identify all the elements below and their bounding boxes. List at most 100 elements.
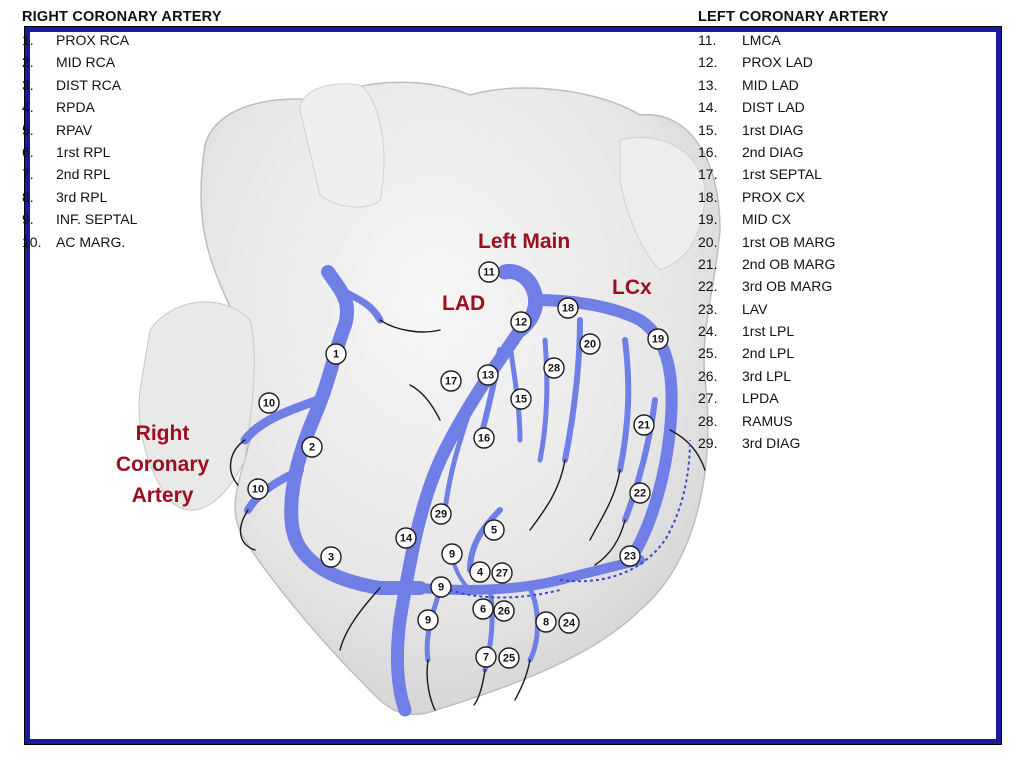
list-item: 2.MID RCA [22, 54, 116, 71]
list-item: 26.3rd LPL [698, 367, 792, 384]
list-item: 21.2nd OB MARG [698, 255, 836, 272]
segment-marker-label: 24 [563, 618, 576, 630]
left-coronary-heading: LEFT CORONARY ARTERY [698, 9, 889, 25]
list-item: 7.2nd RPL [22, 166, 111, 183]
segment-marker-23: 23 [619, 545, 641, 567]
segment-marker-9: 9 [417, 609, 439, 631]
segment-marker-2: 2 [301, 436, 323, 458]
segment-marker-11: 11 [478, 261, 500, 283]
segment-marker-10: 10 [258, 392, 280, 414]
segment-marker-label: 1 [333, 349, 339, 361]
segment-marker-10: 10 [247, 478, 269, 500]
list-item: 6.1rst RPL [22, 143, 111, 160]
list-item: 24.1rst LPL [698, 323, 795, 340]
segment-marker-label: 23 [624, 551, 636, 563]
segment-marker-17: 17 [440, 370, 462, 392]
segment-marker-14: 14 [395, 527, 417, 549]
segment-marker-5: 5 [483, 519, 505, 541]
segment-marker-24: 24 [558, 612, 580, 634]
segment-marker-label: 28 [548, 363, 560, 375]
list-item: 16.2nd DIAG [698, 143, 804, 160]
segment-marker-label: 9 [449, 549, 455, 561]
segment-marker-6: 6 [472, 598, 494, 620]
segment-marker-label: 3 [328, 552, 334, 564]
branch-lines [229, 319, 706, 711]
segment-marker-label: 18 [562, 303, 574, 315]
segment-marker-13: 13 [477, 364, 499, 386]
left-coronary-legend: LEFT CORONARY ARTERY 11.LMCA 12.PROX LAD… [698, 9, 889, 454]
segment-marker-15: 15 [510, 388, 532, 410]
list-item: 19.MID CX [698, 211, 791, 228]
list-item: 10.AC MARG. [22, 233, 126, 250]
list-item: 4.RPDA [22, 99, 95, 116]
segment-marker-8: 8 [535, 611, 557, 633]
segment-marker-label: 11 [483, 267, 495, 279]
segment-marker-label: 27 [496, 568, 508, 580]
list-item: 18.PROX CX [698, 188, 806, 205]
right-coronary-label-line3: Artery [131, 484, 194, 507]
segment-marker-label: 9 [438, 582, 444, 594]
list-item: 22.3rd OB MARG [698, 278, 833, 295]
list-item: 29.3rd DIAG [698, 435, 801, 452]
segment-marker-label: 20 [584, 339, 596, 351]
segment-marker-label: 5 [491, 525, 497, 537]
right-coronary-label-line2: Coronary [115, 453, 210, 476]
segment-marker-28: 28 [543, 357, 565, 379]
segment-marker-12: 12 [510, 311, 532, 333]
segment-marker-label: 9 [425, 615, 431, 627]
list-item: 28.RAMUS [698, 412, 793, 429]
lad-label: LAD [442, 292, 486, 315]
segment-marker-label: 13 [482, 370, 494, 382]
segment-marker-19: 19 [647, 328, 669, 350]
list-item: 8.3rd RPL [22, 188, 108, 205]
list-item: 9.INF. SEPTAL [22, 211, 138, 228]
segment-marker-22: 22 [629, 482, 651, 504]
right-coronary-label-line1: Right [135, 422, 190, 445]
segment-marker-27: 27 [491, 562, 513, 584]
left-coronary-list: 11.LMCA 12.PROX LAD 13.MID LAD 14.DIST L… [698, 29, 889, 454]
segment-marker-7: 7 [475, 646, 497, 668]
list-item: 11.LMCA [698, 32, 781, 48]
heart-great-vessel [299, 83, 385, 208]
segment-marker-label: 2 [309, 442, 315, 454]
segment-marker-4: 4 [469, 561, 491, 583]
segment-marker-label: 17 [445, 376, 457, 388]
segment-marker-9: 9 [430, 576, 452, 598]
segment-marker-16: 16 [473, 427, 495, 449]
segment-marker-label: 4 [477, 567, 484, 579]
right-coronary-list: 1.PROX RCA 2.MID RCA 3.DIST RCA 4.RPDA 5… [22, 29, 222, 253]
segment-marker-label: 7 [483, 652, 489, 664]
list-item: 14.DIST LAD [698, 99, 805, 116]
lcx-label: LCx [612, 276, 652, 299]
segment-marker-label: 6 [480, 604, 486, 616]
right-coronary-legend: RIGHT CORONARY ARTERY 1.PROX RCA 2.MID R… [22, 9, 222, 253]
segment-marker-20: 20 [579, 333, 601, 355]
heart-left-lobe [138, 301, 255, 511]
segment-marker-26: 26 [493, 600, 515, 622]
list-item: 27.LPDA [698, 390, 779, 407]
segment-marker-label: 19 [652, 334, 664, 346]
left-main-label: Left Main [478, 230, 571, 253]
segment-marker-label: 21 [638, 420, 650, 432]
segment-marker-label: 26 [498, 606, 510, 618]
segment-marker-1: 1 [325, 343, 347, 365]
segment-marker-label: 8 [543, 617, 549, 629]
segment-marker-label: 22 [634, 488, 646, 500]
list-item: 25.2nd LPL [698, 345, 795, 362]
segment-marker-label: 15 [515, 394, 527, 406]
list-item: 15.1rst DIAG [698, 121, 804, 138]
segment-marker-25: 25 [498, 647, 520, 669]
segment-marker-29: 29 [430, 503, 452, 525]
list-item: 3.DIST RCA [22, 76, 122, 93]
segment-marker-label: 14 [400, 533, 413, 545]
segment-marker-label: 10 [263, 398, 275, 410]
segment-marker-label: 16 [478, 433, 490, 445]
right-coronary-artery-label: Right Coronary Artery [100, 418, 225, 511]
list-item: 17.1rst SEPTAL [698, 166, 822, 183]
list-item: 13.MID LAD [698, 76, 799, 93]
list-item: 1.PROX RCA [22, 32, 130, 48]
segment-marker-label: 12 [515, 317, 527, 329]
segment-marker-18: 18 [557, 297, 579, 319]
heart-aortic-arch [619, 136, 706, 271]
